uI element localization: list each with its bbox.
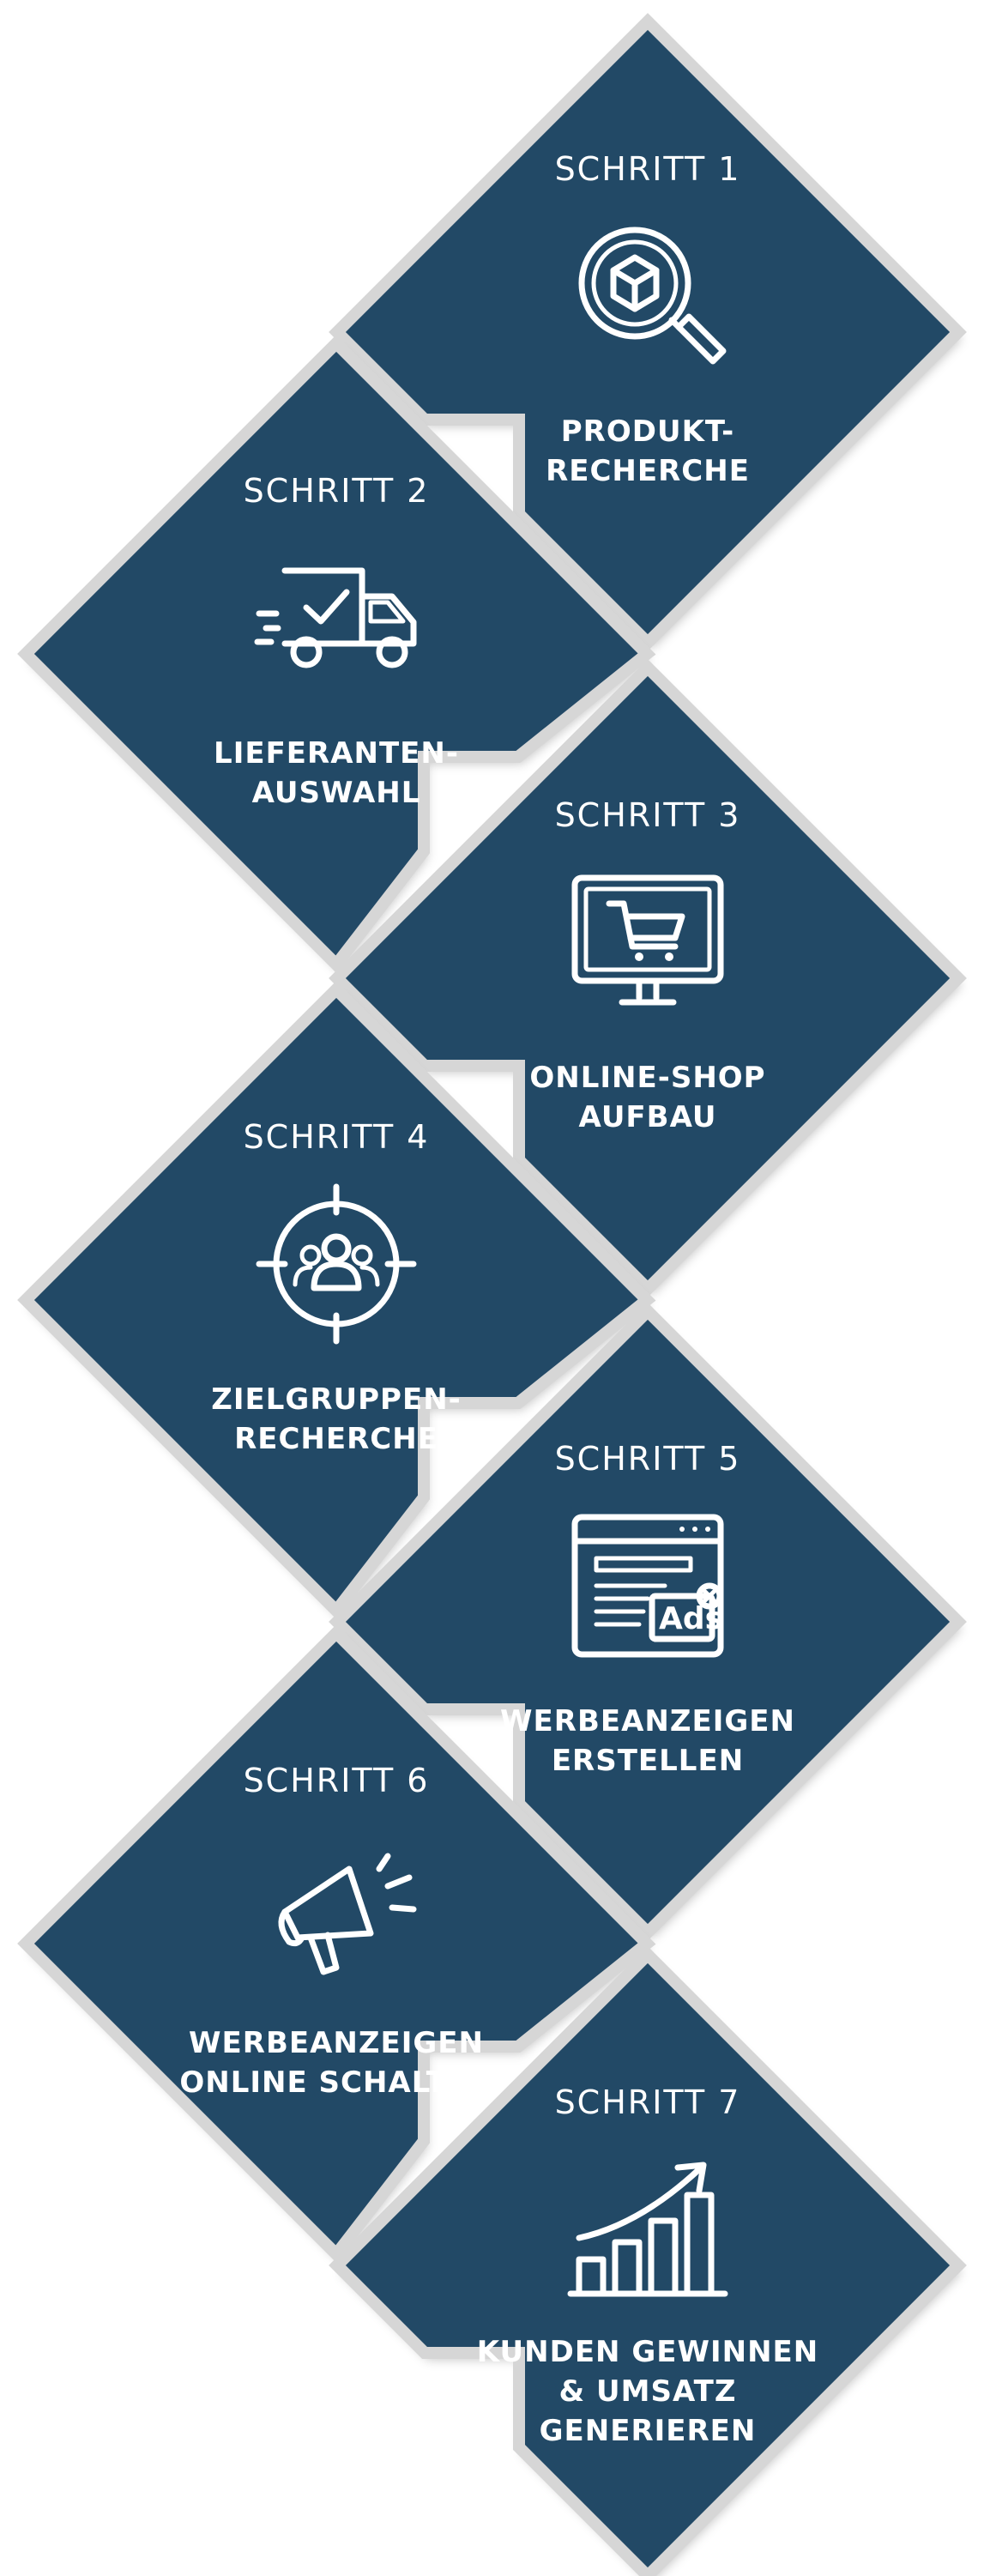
step-label: SCHRITT 5 (554, 1440, 741, 1478)
step-tile-3: SCHRITT 3 ONLINE-SHOP AUFBAU (329, 659, 967, 1297)
step-title: KUNDEN GEWINNEN & UMSATZ GENERIEREN (406, 2332, 890, 2451)
step-title: WERBEANZEIGEN ERSTELLEN (406, 1702, 890, 1781)
step-label: SCHRITT 7 (554, 2083, 741, 2121)
step-title-line: AUSWAHL (251, 776, 421, 810)
step-tile-6: SCHRITT 6 WERBEANZEIGEN ONLINE SCHALTEN (17, 1624, 656, 2264)
step-title: ONLINE-SHOP AUFBAU (406, 1058, 890, 1137)
step-label: SCHRITT 2 (243, 472, 430, 510)
step-title-line: WERBEANZEIGEN (500, 1704, 795, 1738)
step-title-line: KUNDEN GEWINNEN (476, 2335, 819, 2369)
step-diamond-shape (17, 1624, 656, 2264)
step-title-line: AUFBAU (578, 1100, 717, 1134)
step-title-line: & UMSATZ (558, 2374, 737, 2409)
step-tile-1: SCHRITT 1 PRODUKT- RECHERCHE (329, 13, 967, 651)
shopping-cart-monitor-icon (562, 856, 733, 1028)
step-title-line: RECHERCHE (546, 454, 750, 488)
step-title-line: ONLINE SCHALTEN (179, 2065, 493, 2100)
step-label: SCHRITT 3 (554, 796, 741, 834)
step-label: SCHRITT 6 (243, 1762, 430, 1799)
step-title: ZIELGRUPPEN- RECHERCHE (94, 1380, 578, 1459)
step-title: PRODUKT- RECHERCHE (406, 412, 890, 491)
step-title-line: RECHERCHE (234, 1422, 438, 1456)
step-diamond-shape (329, 1303, 967, 1941)
step-title-line: ERSTELLEN (551, 1744, 745, 1778)
step-diamond (17, 981, 656, 1620)
step-diamond-shape (329, 1946, 967, 2576)
step-tile-7: SCHRITT 7 KUNDEN GEWINNEN & UMSATZ GENERIER… (329, 1946, 967, 2576)
step-title-line: ONLINE-SHOP (529, 1061, 766, 1095)
growth-chart-icon (562, 2144, 733, 2315)
step-label: SCHRITT 1 (554, 150, 741, 188)
target-audience-icon (251, 1178, 422, 1350)
step-diamond (17, 335, 656, 974)
step-tile-4: SCHRITT 4 ZIELGRUPPEN- RECHERCHE (17, 981, 656, 1620)
step-title-line: GENERIEREN (539, 2414, 757, 2448)
ads-browser-icon: Ads (562, 1500, 733, 1672)
step-diamond-shape (17, 981, 656, 1620)
step-diamond-shape (17, 335, 656, 974)
step-title-line: ZIELGRUPPEN- (211, 1382, 462, 1417)
step-title-line: PRODUKT- (560, 414, 735, 449)
megaphone-icon (251, 1822, 422, 1993)
step-label: SCHRITT 4 (243, 1118, 430, 1156)
step-diamond (329, 1946, 967, 2576)
step-tile-2: SCHRITT 2 LIEFERANTEN- AUSWAHL (17, 335, 656, 974)
step-title: LIEFERANTEN- AUSWAHL (94, 734, 578, 813)
step-title-line: WERBEANZEIGEN (189, 2026, 484, 2060)
step-diamond (329, 1303, 967, 1941)
delivery-truck-icon (251, 532, 422, 704)
product-search-icon (562, 210, 733, 382)
ads-icon-text: Ads (659, 1601, 723, 1636)
step-diamond (17, 1624, 656, 2264)
step-title: WERBEANZEIGEN ONLINE SCHALTEN (94, 2023, 578, 2102)
step-title-line: LIEFERANTEN- (214, 736, 459, 771)
